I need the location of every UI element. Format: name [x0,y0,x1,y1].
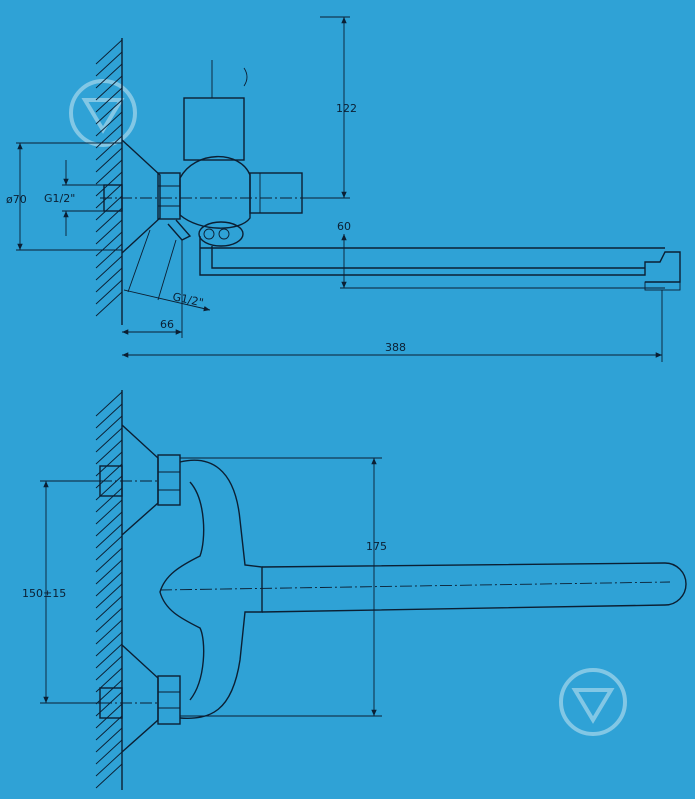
hatch-line [95,135,123,161]
hatch-line [95,559,123,585]
watermark-logo-icon [559,668,627,736]
hatch-line [95,763,123,789]
upper-flange [121,424,159,536]
hatch-line [95,703,123,729]
spout [199,236,681,283]
mixer-body [179,459,263,719]
hatch-line [95,75,123,101]
hatch-line [95,403,123,429]
hatch-line [95,51,123,77]
hatch-line [95,499,123,525]
hatch-line [95,439,123,465]
hatch-line [95,547,123,573]
hatch-line [95,159,123,185]
dim-66-label: 66 [160,318,174,331]
union-nut [157,172,181,220]
dim-60-label: 60 [337,220,351,233]
hatch-line [95,595,123,621]
hatch-line [95,643,123,669]
hatch-line [95,619,123,645]
hatch-line [95,739,123,765]
valve-body [179,155,251,229]
hatch-line [95,631,123,657]
body-inner-contour [159,481,205,701]
hatch-line [95,267,123,293]
side-view: 122 60 ø70 G1/2" G1/2" 66 388 [6,16,681,362]
hatch-line [95,231,123,257]
wall-hatching [95,39,123,317]
wall-hatching [95,391,123,789]
hatch-line [95,63,123,89]
hatch-line [95,255,123,281]
dim-150-label: 150±15 [22,587,66,600]
hatch-line [95,207,123,233]
hatch-line [95,655,123,681]
hatch-line [95,111,123,137]
hatch-line [95,171,123,197]
hatch-line [95,415,123,441]
dim-175-label: 175 [366,540,387,553]
dim-thread-inlet-label: G1/2" [44,192,75,205]
hatch-line [95,427,123,453]
lower-nut [157,675,181,725]
hatch-line [95,99,123,125]
hatch-line [95,571,123,597]
hatch-line [95,219,123,245]
hatch-line [95,391,123,417]
spout-collar [198,221,244,247]
aerator [644,281,681,291]
lower-flange [121,644,159,753]
angled-inlet [167,219,192,241]
front-view: 175 150±15 [22,390,687,790]
hatch-line [95,291,123,317]
valve-cap [249,172,303,214]
hatch-line [95,535,123,561]
dim-122-label: 122 [336,102,357,115]
hatch-line [95,183,123,209]
hatch-line [95,279,123,305]
hatch-line [95,607,123,633]
dim-thread-angled-label: G1/2" [171,290,204,309]
flange-cone [121,139,161,254]
hatch-line [95,243,123,269]
hatch-line [95,727,123,753]
dim-diameter-label: ø70 [6,193,27,206]
hatch-line [95,715,123,741]
hatch-line [95,87,123,113]
front-spout [261,562,687,613]
upper-nut [157,454,181,506]
hatch-line [95,751,123,777]
hatch-line [95,195,123,221]
hatch-line [95,523,123,549]
hatch-line [95,39,123,65]
hatch-line [95,583,123,609]
hatch-line [95,487,123,513]
hatch-line [95,123,123,149]
hatch-line [95,147,123,173]
dim-388-label: 388 [385,341,406,354]
watermark-logo-icon [69,79,137,147]
hatch-line [95,511,123,537]
cartridge-top [183,97,245,161]
